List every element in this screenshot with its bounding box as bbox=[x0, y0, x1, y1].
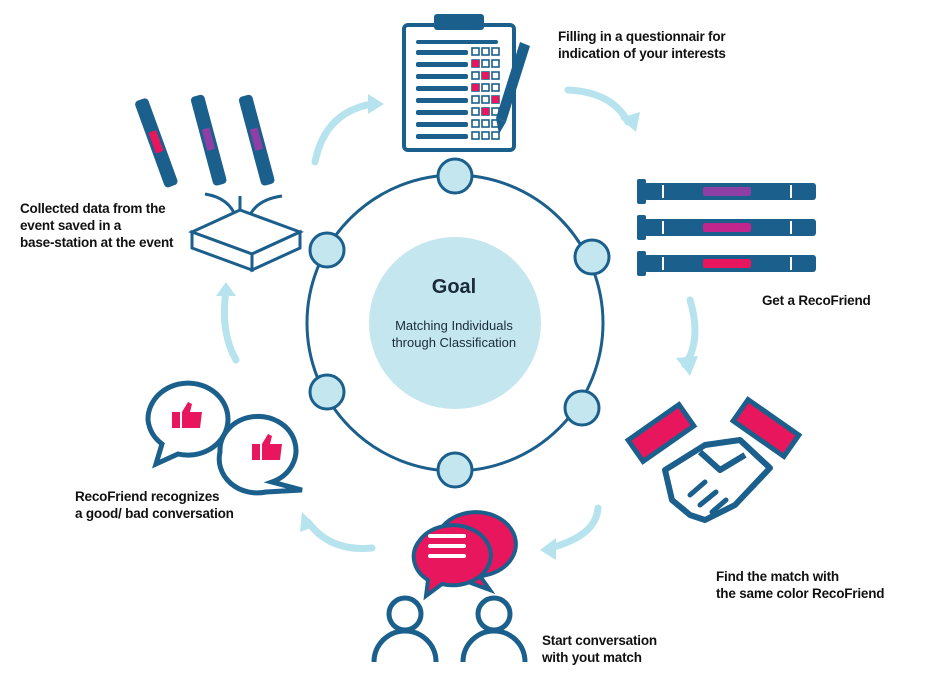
arrow-5-icon bbox=[304, 518, 376, 552]
step-label-start-conversation: Start conversation with yout match bbox=[542, 633, 657, 665]
ring-node bbox=[308, 231, 346, 269]
step-label-find-match: Find the match with the same color RecoF… bbox=[716, 569, 885, 601]
base-station-icon bbox=[135, 94, 304, 273]
ring-node bbox=[308, 373, 346, 411]
arrow-6-icon bbox=[220, 286, 240, 364]
step-label-collect-data: Collected data from the event saved in a… bbox=[20, 201, 174, 250]
goal-subtitle-line2: through Classification bbox=[391, 335, 517, 350]
wristbands-icon bbox=[637, 179, 816, 276]
goal-title: Goal bbox=[431, 276, 477, 298]
pen-icon bbox=[496, 42, 530, 134]
handshake-icon bbox=[624, 396, 803, 523]
ring-node bbox=[436, 451, 474, 489]
ring-node bbox=[573, 238, 611, 276]
clipboard-icon bbox=[402, 14, 530, 152]
arrow-3-icon bbox=[681, 296, 699, 369]
ring-node bbox=[563, 389, 601, 427]
step-label-questionnaire: Filling in a questionnair for indication… bbox=[558, 29, 726, 61]
arrow-1-icon bbox=[311, 100, 376, 166]
step-label-get-recofriend: Get a RecoFriend bbox=[762, 293, 871, 308]
ring-nodes bbox=[308, 157, 611, 489]
arrow-4-icon bbox=[546, 504, 602, 552]
goal-subtitle-line1: Matching Individuals bbox=[395, 318, 513, 333]
conversation-people-icon bbox=[371, 510, 528, 663]
thumbs-up-bubbles-icon bbox=[145, 380, 303, 496]
step-label-recognize-conversation: RecoFriend recognizes a good/ bad conver… bbox=[75, 489, 234, 521]
ring-node bbox=[436, 157, 474, 195]
arrow-2-icon bbox=[564, 86, 632, 126]
goal-subtitle: Matching Individuals through Classificat… bbox=[364, 317, 544, 351]
goal-circle bbox=[369, 237, 541, 409]
arrow-heads bbox=[216, 94, 698, 560]
